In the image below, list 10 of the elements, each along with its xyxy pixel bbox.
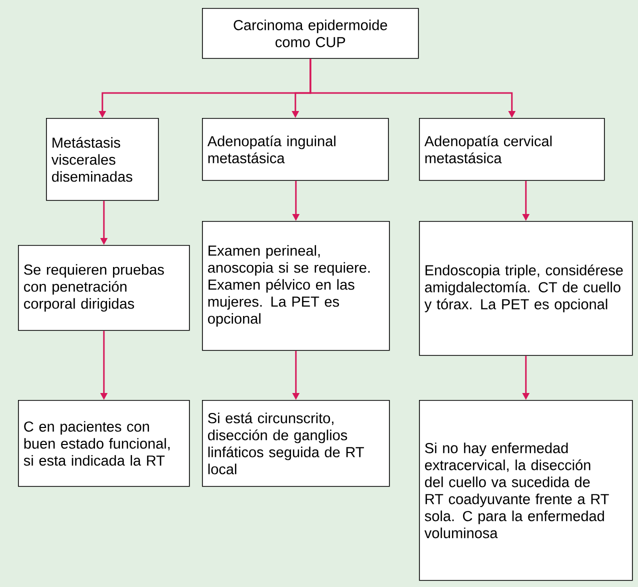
process-box: Examen perineal, anoscopia si se requiere. Examen pélvico en las mujeres. La PET es opcional <box>202 221 390 351</box>
title-box: Carcinoma epidermoide como CUP <box>202 8 419 59</box>
process-box: Endoscopia triple, considérese amigdalectomía. CT de cuello y tórax. La PET es opcional <box>419 221 633 356</box>
process-box: Si no hay enfermedad extracervical, la disección del cuello va sucedida de RT coadyuvante frente a RT sola. C para la enfermedad voluminosa <box>419 400 633 581</box>
process-box: Se requieren pruebas con penetración corporal dirigidas <box>18 245 190 331</box>
process-box: C en pacientes con buen estado funcional, si esta indicada la RT <box>18 400 190 487</box>
process-box: Adenopatía cervical metastásica <box>419 118 605 181</box>
process-box: Si está circunscrito, disección de ganglios linfáticos seguida de RT local <box>202 400 390 487</box>
process-box: Metástasis viscerales diseminadas <box>46 118 159 201</box>
process-box: Adenopatía inguinal metastásica <box>202 118 389 181</box>
